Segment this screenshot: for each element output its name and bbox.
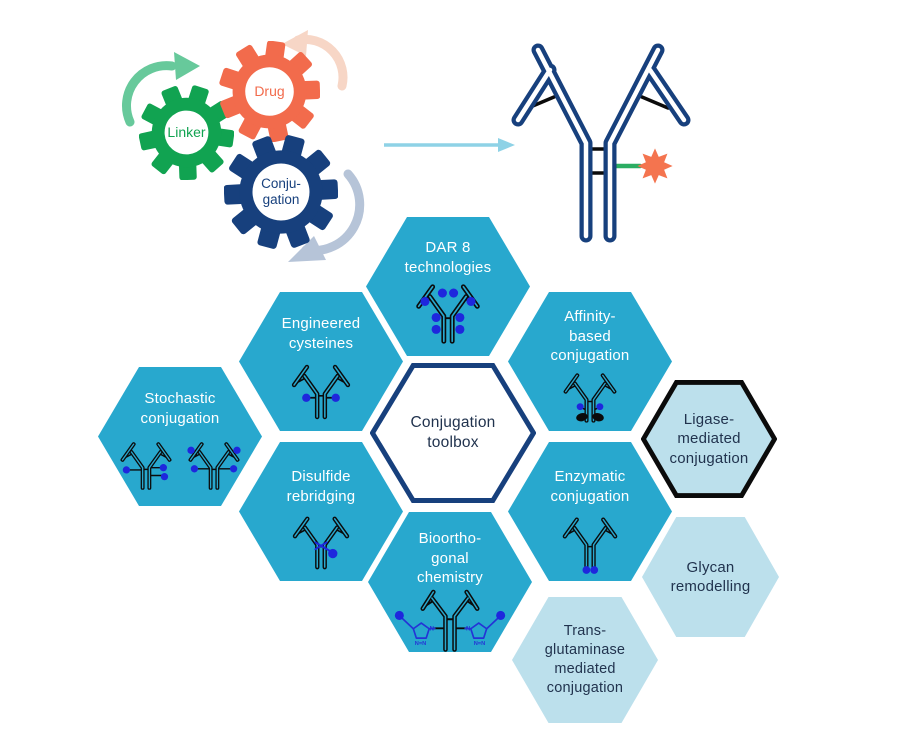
hex-ligase-mediated-conjugation: Ligase- mediated conjugation: [641, 380, 777, 498]
antibody-icon: [413, 277, 483, 351]
hex-bioorthogonal-chemistry: Bioortho- gonal chemistry N N=N N N=N: [368, 512, 532, 652]
drug-gear-label: Drug: [254, 83, 285, 100]
hexagon-outline: [641, 380, 777, 498]
hex-label: Trans- glutaminase mediated conjugation: [544, 623, 626, 696]
hex-transglutaminase-mediated-conjugation: Trans- glutaminase mediated conjugation: [512, 597, 658, 723]
antibody-icon: [120, 442, 172, 490]
gear-icon: [139, 85, 234, 180]
antibody-icon: [561, 367, 619, 429]
hex-label: Glycan remodelling: [670, 558, 751, 596]
antibody-with-triazole-rings-icon: N N=N N N=N: [394, 589, 506, 652]
gear-icon: [219, 41, 320, 142]
antibody-icon: [289, 358, 353, 426]
hex-label: Engineered cysteines: [281, 315, 361, 352]
antibody-icon: [187, 442, 241, 490]
cycle-arrow-peach-icon: [282, 30, 348, 91]
antibody-icon: [290, 510, 352, 576]
hex-label: Affinity- based conjugation: [550, 308, 630, 364]
hex-stochastic-conjugation: Stochastic conjugation: [98, 367, 262, 506]
flow-arrow-icon: [384, 138, 515, 152]
svg-text:N=N: N=N: [474, 640, 485, 646]
hex-label: Bioortho- gonal chemistry: [417, 530, 483, 586]
cycle-arrow-green-icon: [122, 52, 200, 127]
hex-conjugation-toolbox: Conjugation toolbox: [370, 363, 536, 503]
hex-label: DAR 8 technologies: [404, 239, 492, 276]
hex-label: Ligase- mediated conjugation: [669, 410, 749, 467]
hex-label: Stochastic conjugation: [140, 390, 220, 427]
svg-text:N: N: [466, 626, 470, 632]
drug-payload-star-icon: [637, 148, 673, 184]
hex-label: Disulfide rebridging: [286, 468, 356, 505]
hex-label: Enzymatic conjugation: [550, 468, 630, 505]
gear-icon: [224, 135, 338, 249]
hexagon-outline: [370, 363, 536, 503]
hex-engineered-cysteines: Engineered cysteines: [239, 292, 403, 431]
antibody-icon: [560, 510, 620, 574]
hex-glycan-remodelling: Glycan remodelling: [642, 517, 779, 637]
svg-text:N: N: [430, 626, 434, 632]
conjugation-gear-label: Conju- gation: [261, 176, 301, 207]
linker-gear-label: Linker: [167, 124, 206, 141]
cycle-arrow-gray-icon: [288, 169, 365, 262]
hex-disulfide-rebridging: Disulfide rebridging: [239, 442, 403, 581]
hex-dar8-technologies: DAR 8 technologies: [366, 217, 530, 356]
svg-text:N=N: N=N: [415, 640, 426, 646]
center-hex-label: Conjugation toolbox: [410, 413, 496, 451]
antibody-drug-conjugate-icon: [511, 43, 691, 243]
